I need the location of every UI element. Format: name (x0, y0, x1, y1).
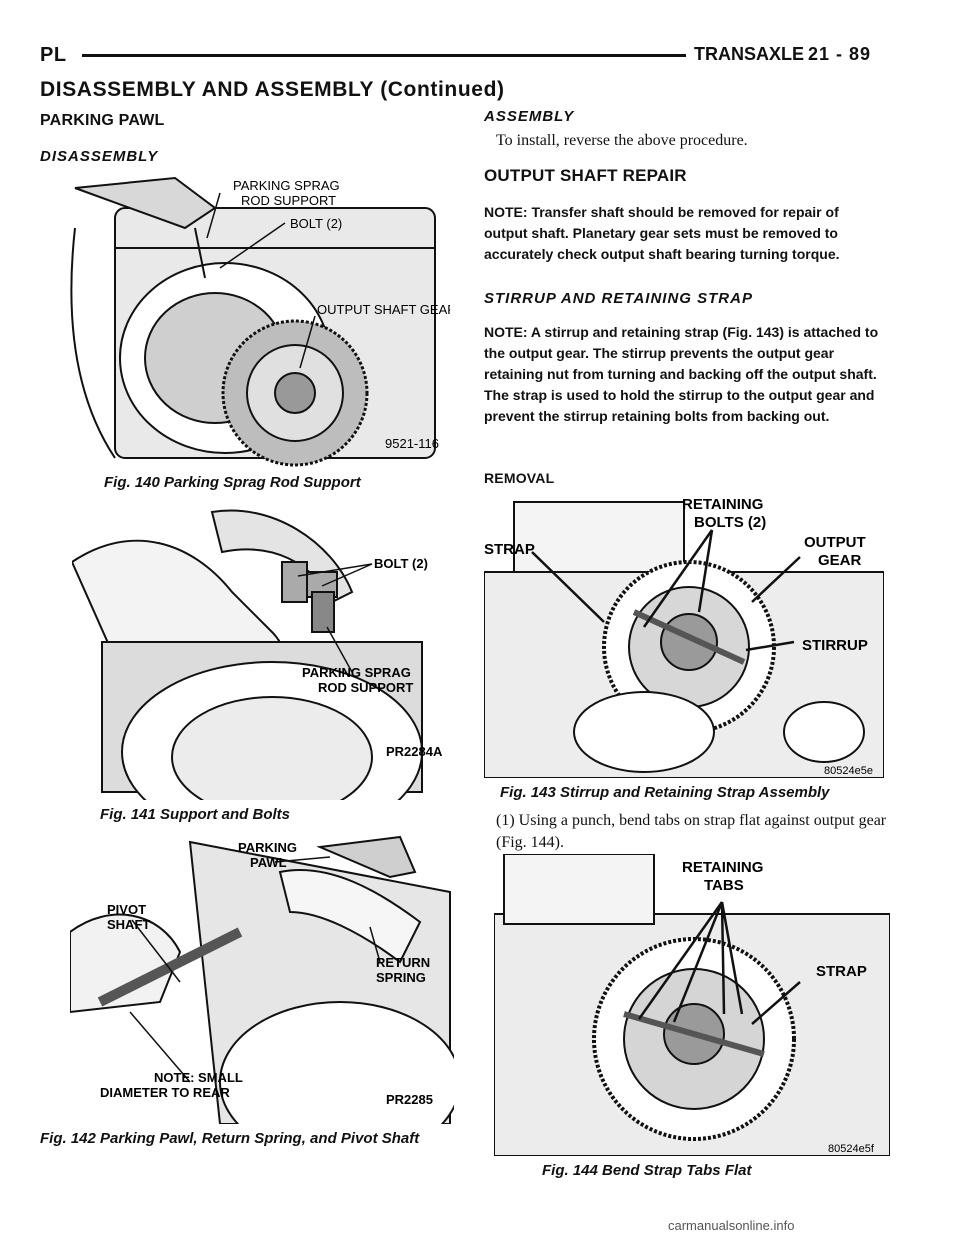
fig140-label-1: PARKING SPRAG (233, 178, 340, 193)
parking-pawl-heading: PARKING PAWL (40, 112, 165, 129)
section-title: DISASSEMBLY AND ASSEMBLY (Continued) (40, 78, 505, 101)
fig144-code: 80524e5f (828, 1143, 875, 1155)
figure-143: RETAINING BOLTS (2) STRAP OUTPUT GEAR ST… (484, 492, 884, 778)
removal-heading: REMOVAL (484, 470, 555, 486)
watermark: carmanualsonline.info (668, 1218, 795, 1233)
fig143-label-3: STRAP (484, 541, 535, 558)
fig141-label-2: PARKING SPRAG (302, 665, 411, 680)
fig143-label-5: GEAR (818, 552, 862, 569)
figure-140-drawing: PARKING SPRAG ROD SUPPORT BOLT (2) OUTPU… (70, 176, 450, 467)
fig140-caption: Fig. 140 Parking Sprag Rod Support (104, 474, 361, 491)
fig141-label-1: BOLT (2) (374, 556, 428, 571)
assembly-heading: ASSEMBLY (484, 108, 575, 125)
page-number: 21 - 89 (808, 44, 872, 64)
figure-142-drawing: PARKING PAWL PIVOT SHAFT RETURN SPRING N… (70, 835, 454, 1124)
fig144-caption: Fig. 144 Bend Strap Tabs Flat (542, 1162, 752, 1179)
fig140-label-4: OUTPUT SHAFT GEAR (317, 302, 450, 317)
stirrup-heading: STIRRUP AND RETAINING STRAP (484, 290, 753, 307)
fig143-code: 80524e5e (824, 765, 873, 777)
note-transfer-shaft: NOTE: Transfer shaft should be removed f… (484, 204, 840, 262)
fig142-label-6: SPRING (376, 970, 426, 985)
disassembly-heading: DISASSEMBLY (40, 148, 159, 165)
output-shaft-heading: OUTPUT SHAFT REPAIR (484, 166, 687, 185)
fig142-label-7: NOTE: SMALL (154, 1070, 243, 1085)
fig144-label-2: TABS (704, 877, 744, 894)
fig143-label-4: OUTPUT (804, 534, 866, 551)
fig141-label-3: ROD SUPPORT (318, 680, 413, 695)
fig142-label-2: PAWL (250, 855, 287, 870)
figure-143-drawing: RETAINING BOLTS (2) STRAP OUTPUT GEAR ST… (484, 496, 884, 778)
fig143-caption: Fig. 143 Stirrup and Retaining Strap Ass… (500, 784, 830, 801)
fig143-label-6: STIRRUP (802, 637, 868, 654)
figure-141-drawing: BOLT (2) PARKING SPRAG ROD SUPPORT PR228… (72, 509, 443, 800)
fig142-label-1: PARKING (238, 840, 297, 855)
assembly-text: To install, reverse the above procedure. (496, 132, 748, 149)
fig143-label-2: BOLTS (2) (694, 514, 766, 531)
fig144-label-1: RETAINING (682, 859, 763, 876)
figure-144: RETAINING TABS STRAP 80524e5f (494, 854, 890, 1156)
fig141-code: PR2284A (386, 744, 443, 759)
header-title: TRANSAXLE (694, 44, 805, 64)
fig144-label-3: STRAP (816, 963, 867, 980)
fig140-label-3: BOLT (2) (290, 216, 342, 231)
header-rule (82, 54, 686, 57)
fig142-label-8: DIAMETER TO REAR (100, 1085, 230, 1100)
fig140-code: 9521-116 (385, 436, 439, 451)
fig140-label-2: ROD SUPPORT (241, 193, 336, 208)
note-stirrup: NOTE: A stirrup and retaining strap (Fig… (484, 324, 879, 424)
figure-142: PARKING PAWL PIVOT SHAFT RETURN SPRING N… (70, 832, 454, 1124)
fig142-label-4: SHAFT (107, 917, 150, 932)
fig143-label-1: RETAINING (682, 496, 763, 513)
fig142-label-3: PIVOT (107, 902, 146, 917)
figure-141: BOLT (2) PARKING SPRAG ROD SUPPORT PR228… (72, 502, 452, 800)
fig142-code: PR2285 (386, 1092, 433, 1107)
fig141-caption: Fig. 141 Support and Bolts (100, 806, 291, 823)
figure-140: PARKING SPRAG ROD SUPPORT BOLT (2) OUTPU… (55, 168, 450, 468)
fig142-label-5: RETURN (376, 955, 430, 970)
step-1-text: (1) Using a punch, bend tabs on strap fl… (496, 812, 887, 851)
header-left-code: PL (40, 44, 67, 66)
fig142-caption: Fig. 142 Parking Pawl, Return Spring, an… (40, 1130, 420, 1147)
figure-144-drawing: RETAINING TABS STRAP 80524e5f (494, 854, 890, 1156)
